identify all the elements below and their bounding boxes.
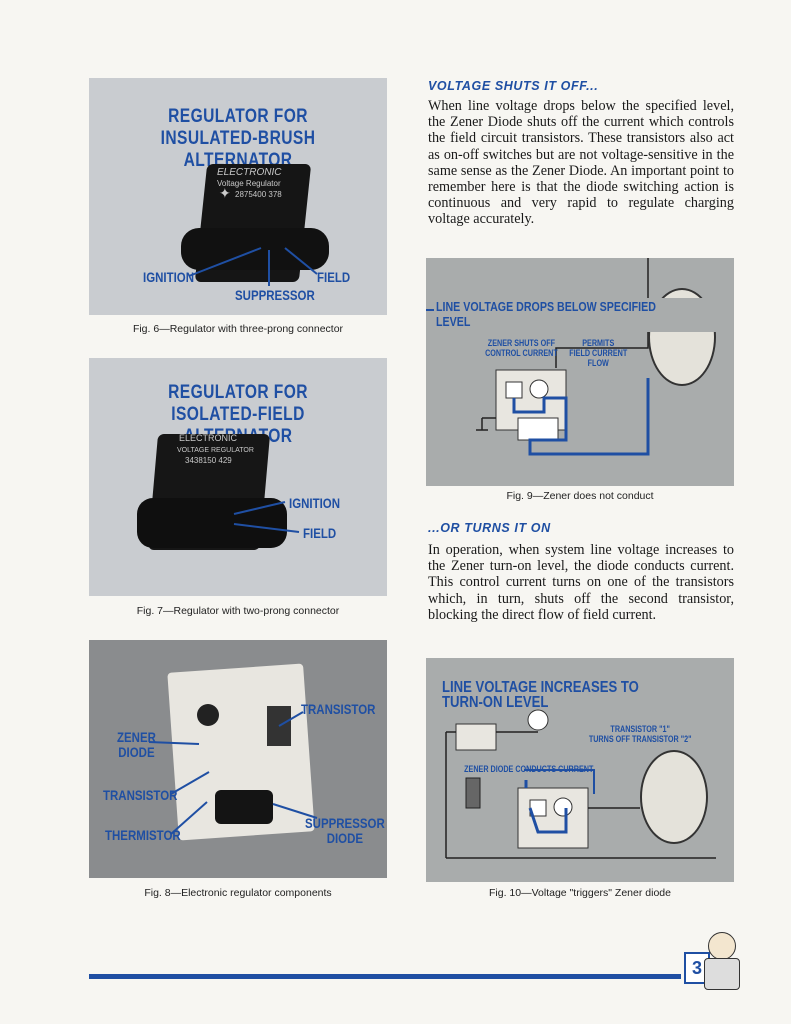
- fig6-photo: REGULATOR FOR INSULATED-BRUSH ALTERNATOR…: [89, 78, 387, 315]
- fig9-label-permits: PERMITS FIELD CURRENT FLOW: [569, 338, 628, 368]
- fig10-wiring: [445, 709, 716, 859]
- fig7-photo: REGULATOR FOR ISOLATED-FIELD ALTERNATOR …: [89, 358, 387, 596]
- fig7-device-line1: ELECTRONIC: [179, 433, 238, 443]
- fig6-device-line2: Voltage Regulator: [217, 179, 281, 188]
- section2-body: In operation, when system line voltage i…: [428, 542, 734, 623]
- fig10-alternator: [640, 750, 708, 844]
- fig9-wiring: [426, 258, 650, 456]
- fig6-leader-lines: [188, 247, 318, 286]
- fig10-caption: Fig. 10—Voltage "triggers" Zener diode: [489, 887, 671, 899]
- fig7-label-field: FIELD: [303, 525, 337, 541]
- fig6-label-field: FIELD: [317, 269, 351, 285]
- fig10-label-zener: ZENER DIODE CONDUCTS CURRENT: [464, 764, 594, 774]
- fig8-label-zener: ZENER DIODE: [117, 729, 156, 760]
- fig8-photo: ZENER DIODE TRANSISTOR THERMISTOR TRANSI…: [89, 640, 387, 878]
- fig7-device-line2: VOLTAGE REGULATOR: [177, 447, 254, 454]
- fig8-label-transistor-top: TRANSISTOR: [301, 701, 376, 717]
- fig6-device-line3: 2875400 378: [235, 190, 282, 199]
- fig9-banner-text: LINE VOLTAGE DROPS BELOW SPECIFIED LEVEL: [436, 299, 656, 329]
- fig10-diagram: LINE VOLTAGE INCREASES TO TURN-ON LEVEL …: [426, 658, 734, 882]
- mascot-head-icon: [708, 932, 736, 960]
- fig9-caption: Fig. 9—Zener does not conduct: [506, 490, 654, 502]
- fig6-device-line1: ELECTRONIC: [217, 167, 282, 178]
- mascot-body-icon: [704, 958, 740, 990]
- fig8-caption: Fig. 8—Electronic regulator components: [144, 887, 332, 899]
- fig6-title-line1: REGULATOR FOR: [168, 106, 308, 127]
- fig8-label-suppressor: SUPPRESSOR DIODE: [305, 815, 385, 846]
- fig7-device-line3: 3438150 429: [185, 456, 232, 465]
- fig8-label-thermistor: THERMISTOR: [105, 827, 181, 843]
- fig8-component-connector: [215, 790, 273, 824]
- fig10-label-transistor: TRANSISTOR "1" TURNS OFF TRANSISTOR "2": [588, 724, 692, 744]
- fig7-label-ignition: IGNITION: [289, 495, 341, 511]
- chrysler-star-icon: ✦: [219, 187, 231, 202]
- fig8-component-transistor: [197, 704, 219, 726]
- fig6-label-suppressor: SUPPRESSOR: [235, 287, 315, 303]
- fig7-regulator-base: [137, 498, 287, 548]
- fig7-title-line1: REGULATOR FOR: [168, 382, 308, 403]
- page-number: 3: [691, 958, 702, 978]
- fig7-leader-lines: [233, 501, 300, 533]
- mascot-icon: [702, 932, 742, 990]
- fig8-leader-lines: [148, 711, 318, 835]
- fig10-banner: LINE VOLTAGE INCREASES TO TURN-ON LEVEL: [442, 679, 639, 711]
- section2-heading: ...OR TURNS IT ON: [428, 521, 551, 535]
- fig9-diagram: LINE VOLTAGE DROPS BELOW SPECIFIED LEVEL…: [426, 258, 734, 486]
- footer-rule: [89, 974, 681, 979]
- fig9-banner: LINE VOLTAGE DROPS BELOW SPECIFIED LEVEL: [434, 298, 734, 332]
- fig6-caption: Fig. 6—Regulator with three-prong connec…: [132, 323, 344, 335]
- fig6-label-ignition: IGNITION: [143, 269, 195, 285]
- section1-body: When line voltage drops below the specif…: [428, 98, 734, 228]
- fig8-label-transistor-left: TRANSISTOR: [103, 787, 178, 803]
- fig9-label-zener: ZENER SHUTS OFF CONTROL CURRENT: [485, 338, 558, 358]
- fig7-caption: Fig. 7—Regulator with two-prong connecto…: [136, 605, 340, 617]
- section1-heading: VOLTAGE SHUTS IT OFF...: [428, 79, 599, 93]
